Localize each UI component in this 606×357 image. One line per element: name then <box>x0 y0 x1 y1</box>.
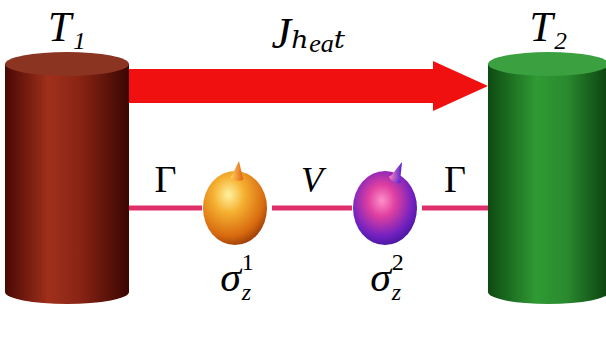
spin-sphere-body <box>353 171 417 245</box>
site-index: 2 <box>392 250 404 274</box>
spin-cone-base <box>230 174 244 181</box>
spin-sphere: σ1z <box>202 160 272 304</box>
temperature-label: T₁ <box>5 6 129 48</box>
operator-symbol: σ <box>370 256 391 298</box>
spin-sphere: σ2z <box>352 160 422 304</box>
coupling-label: Γ <box>444 160 466 198</box>
coupling-line <box>422 206 488 211</box>
coupling-line <box>129 206 202 211</box>
index-stack: 2z <box>392 250 404 304</box>
cylinder-body <box>488 64 606 304</box>
index-stack: 1z <box>242 250 254 304</box>
cylinder-shape <box>5 52 129 304</box>
cylinder-top <box>5 52 129 76</box>
operator-symbol: σ <box>220 256 241 298</box>
coupling-label: V <box>301 162 323 198</box>
reservoir-hot: T₁ <box>5 6 129 306</box>
heat-current-label: Jₕₑₐₜ <box>272 12 346 56</box>
sphere-shape <box>202 160 268 248</box>
reservoir-cold: T₂ <box>488 6 606 306</box>
heat-current-arrow <box>129 61 488 111</box>
component-index: z <box>392 280 401 304</box>
cylinder-shape <box>488 52 606 304</box>
spin-sphere-body <box>203 171 267 245</box>
coupling-line <box>272 206 352 211</box>
temperature-label: T₂ <box>488 6 606 48</box>
spin-cone-base <box>388 174 402 184</box>
spin-operator-label: σ1z <box>202 250 272 304</box>
cylinder-body <box>5 64 129 304</box>
cylinder-top <box>488 52 606 76</box>
sphere-shape <box>352 160 418 248</box>
component-index: z <box>242 280 251 304</box>
spin-operator-label: σ2z <box>352 250 422 304</box>
site-index: 1 <box>242 250 254 274</box>
coupling-label: Γ <box>155 160 177 198</box>
